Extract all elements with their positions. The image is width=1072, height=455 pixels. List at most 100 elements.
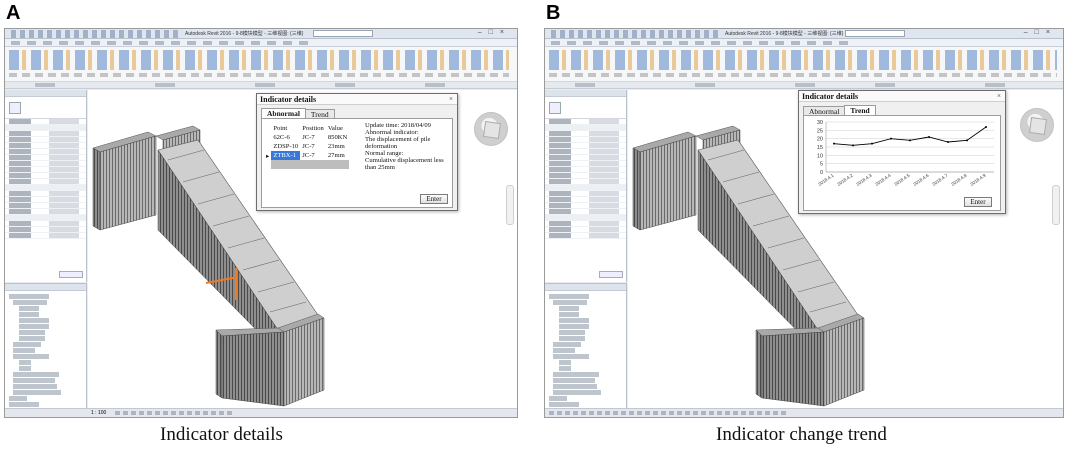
building-model[interactable] bbox=[628, 90, 1064, 410]
cell-point[interactable]: 62C-6 bbox=[273, 134, 290, 141]
ribbon-tool-icons[interactable] bbox=[549, 50, 1057, 70]
quick-access-toolbar[interactable] bbox=[11, 30, 181, 38]
tree-item[interactable] bbox=[13, 384, 57, 389]
property-row[interactable] bbox=[5, 191, 86, 197]
property-row[interactable] bbox=[545, 209, 626, 215]
enter-button[interactable]: Enter bbox=[964, 197, 992, 207]
scale-label[interactable]: 1 : 100 bbox=[91, 410, 107, 416]
property-row[interactable] bbox=[5, 233, 86, 239]
cell-value[interactable]: 27mm bbox=[327, 152, 345, 159]
tree-item[interactable] bbox=[553, 354, 589, 359]
property-row[interactable] bbox=[545, 227, 626, 233]
close-icon[interactable]: × bbox=[997, 92, 1001, 100]
menu-tabs[interactable] bbox=[5, 39, 517, 47]
apply-button[interactable] bbox=[59, 271, 83, 278]
type-selector[interactable] bbox=[5, 97, 86, 119]
tree-item[interactable] bbox=[13, 354, 49, 359]
cell-position[interactable]: JC-7 bbox=[302, 152, 315, 159]
tree-item[interactable] bbox=[559, 306, 579, 311]
tree-item[interactable] bbox=[13, 348, 35, 353]
ribbon[interactable] bbox=[5, 47, 517, 89]
tree-item[interactable] bbox=[13, 390, 61, 395]
tree-item[interactable] bbox=[9, 294, 49, 299]
tree-item[interactable] bbox=[559, 336, 585, 341]
property-row[interactable] bbox=[5, 221, 86, 227]
tree-item[interactable] bbox=[19, 366, 31, 371]
tree-item[interactable] bbox=[19, 306, 39, 311]
close-icon[interactable]: × bbox=[449, 95, 453, 103]
property-row[interactable] bbox=[545, 191, 626, 197]
property-row[interactable] bbox=[5, 203, 86, 209]
tree-item[interactable] bbox=[19, 318, 49, 323]
tree-item[interactable] bbox=[553, 300, 587, 305]
tree-item[interactable] bbox=[559, 312, 579, 317]
apply-button[interactable] bbox=[599, 271, 623, 278]
tree-item[interactable] bbox=[553, 348, 575, 353]
property-row[interactable] bbox=[545, 155, 626, 161]
ribbon[interactable] bbox=[545, 47, 1063, 89]
search-input[interactable] bbox=[313, 30, 373, 37]
property-row[interactable] bbox=[5, 167, 86, 173]
tree-item[interactable] bbox=[559, 324, 589, 329]
enter-button[interactable]: Enter bbox=[420, 194, 448, 204]
property-row[interactable] bbox=[5, 173, 86, 179]
tree-item[interactable] bbox=[549, 396, 567, 401]
property-row[interactable] bbox=[5, 149, 86, 155]
cell-point[interactable]: ZTBX-1 bbox=[271, 151, 301, 160]
property-row[interactable] bbox=[545, 143, 626, 149]
navigation-bar[interactable] bbox=[506, 185, 514, 225]
tree-item[interactable] bbox=[19, 312, 39, 317]
cell-value[interactable]: 850KN bbox=[327, 134, 348, 141]
property-row[interactable] bbox=[545, 197, 626, 203]
window-controls[interactable]: –□× bbox=[1023, 29, 1057, 36]
window-controls[interactable]: –□× bbox=[477, 29, 511, 36]
property-row[interactable] bbox=[545, 173, 626, 179]
tree-item[interactable] bbox=[13, 300, 47, 305]
property-row[interactable] bbox=[5, 119, 86, 125]
tab-trend[interactable]: Trend bbox=[844, 105, 876, 116]
cell-point[interactable]: ZDSP-10 bbox=[273, 143, 299, 150]
tab-trend[interactable]: Trend bbox=[304, 109, 335, 119]
tree-item[interactable] bbox=[559, 330, 585, 335]
tree-item[interactable] bbox=[9, 396, 27, 401]
table-row[interactable]: ZDSP-10 JC-7 23mm bbox=[264, 142, 349, 151]
property-row[interactable] bbox=[545, 221, 626, 227]
tree-item[interactable] bbox=[19, 330, 45, 335]
search-input[interactable] bbox=[845, 30, 905, 37]
cell-position[interactable]: JC-7 bbox=[302, 143, 315, 150]
property-row[interactable] bbox=[5, 155, 86, 161]
cell-value[interactable]: 23mm bbox=[327, 143, 345, 150]
property-row[interactable] bbox=[545, 167, 626, 173]
property-row[interactable] bbox=[5, 209, 86, 215]
tree-item[interactable] bbox=[559, 366, 571, 371]
ribbon-tool-icons[interactable] bbox=[9, 50, 509, 70]
property-row[interactable] bbox=[5, 227, 86, 233]
property-row[interactable] bbox=[545, 161, 626, 167]
tree-item[interactable] bbox=[19, 324, 49, 329]
quick-access-toolbar[interactable] bbox=[551, 30, 721, 38]
tree-item[interactable] bbox=[553, 342, 581, 347]
tree-item[interactable] bbox=[19, 360, 31, 365]
property-row[interactable] bbox=[5, 197, 86, 203]
tree-item[interactable] bbox=[9, 402, 39, 407]
tree-item[interactable] bbox=[549, 294, 589, 299]
tree-item[interactable] bbox=[549, 402, 579, 407]
menu-tabs[interactable] bbox=[545, 39, 1063, 47]
cell-position[interactable]: JC-7 bbox=[302, 134, 315, 141]
property-row[interactable] bbox=[5, 179, 86, 185]
property-row[interactable] bbox=[545, 203, 626, 209]
property-row[interactable] bbox=[5, 131, 86, 137]
property-row[interactable] bbox=[545, 137, 626, 143]
table-row[interactable]: 62C-6 JC-7 850KN bbox=[264, 133, 349, 142]
property-row[interactable] bbox=[545, 233, 626, 239]
tree-item[interactable] bbox=[559, 318, 589, 323]
building-model[interactable] bbox=[88, 90, 518, 410]
property-row[interactable] bbox=[5, 161, 86, 167]
navigation-bar[interactable] bbox=[1052, 185, 1060, 225]
viewcube-icon[interactable] bbox=[474, 112, 508, 146]
tree-item[interactable] bbox=[553, 378, 595, 383]
type-selector[interactable] bbox=[545, 97, 626, 119]
property-row[interactable] bbox=[545, 131, 626, 137]
